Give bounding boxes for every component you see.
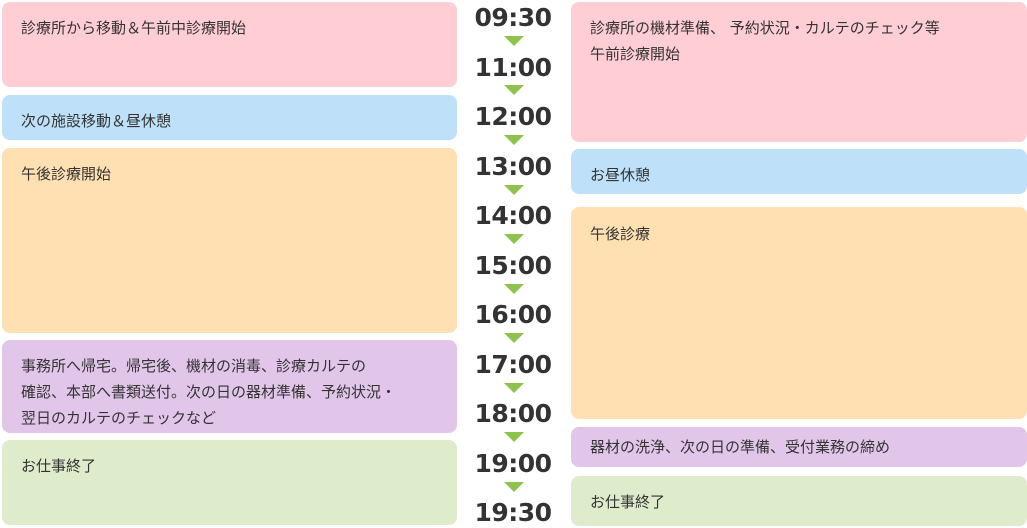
time-label: 17:00: [474, 350, 552, 379]
down-arrow-icon: [504, 135, 524, 145]
time-label: 19:00: [474, 449, 552, 478]
down-arrow-icon: [504, 284, 524, 294]
time-label: 14:00: [474, 201, 552, 230]
time-label: 15:00: [474, 251, 552, 280]
down-arrow-icon: [504, 85, 524, 95]
left-block-lunch: 次の施設移動＆昼休憩: [2, 95, 457, 140]
time-label: 19:30: [474, 498, 552, 527]
down-arrow-icon: [504, 482, 524, 492]
left-block-office: 事務所へ帰宅。帰宅後、機材の消毒、診療カルテの 確認、本部へ書類送付。次の日の器…: [2, 340, 457, 433]
left-block-afternoon: 午後診療開始: [2, 148, 457, 333]
down-arrow-icon: [504, 383, 524, 393]
time-label: 12:00: [474, 102, 552, 131]
time-label: 18:00: [474, 399, 552, 428]
right-block-afternoon: 午後診療: [571, 207, 1027, 419]
down-arrow-icon: [504, 185, 524, 195]
right-block-finish: お仕事終了: [571, 476, 1027, 526]
left-block-finish: お仕事終了: [2, 440, 457, 525]
down-arrow-icon: [504, 333, 524, 343]
time-label: 09:30: [474, 3, 552, 32]
down-arrow-icon: [504, 36, 524, 46]
right-block-morning: 診療所の機材準備、 予約状況・カルテのチェック等 午前診療開始: [571, 2, 1027, 142]
time-label: 16:00: [474, 300, 552, 329]
left-block-morning: 診療所から移動＆午前中診療開始: [2, 2, 457, 87]
down-arrow-icon: [504, 234, 524, 244]
time-label: 11:00: [474, 53, 552, 82]
down-arrow-icon: [504, 432, 524, 442]
right-block-closing: 器材の洗浄、次の日の準備、受付業務の締め: [571, 427, 1027, 467]
time-label: 13:00: [474, 152, 552, 181]
right-block-lunch: お昼休憩: [571, 149, 1027, 194]
